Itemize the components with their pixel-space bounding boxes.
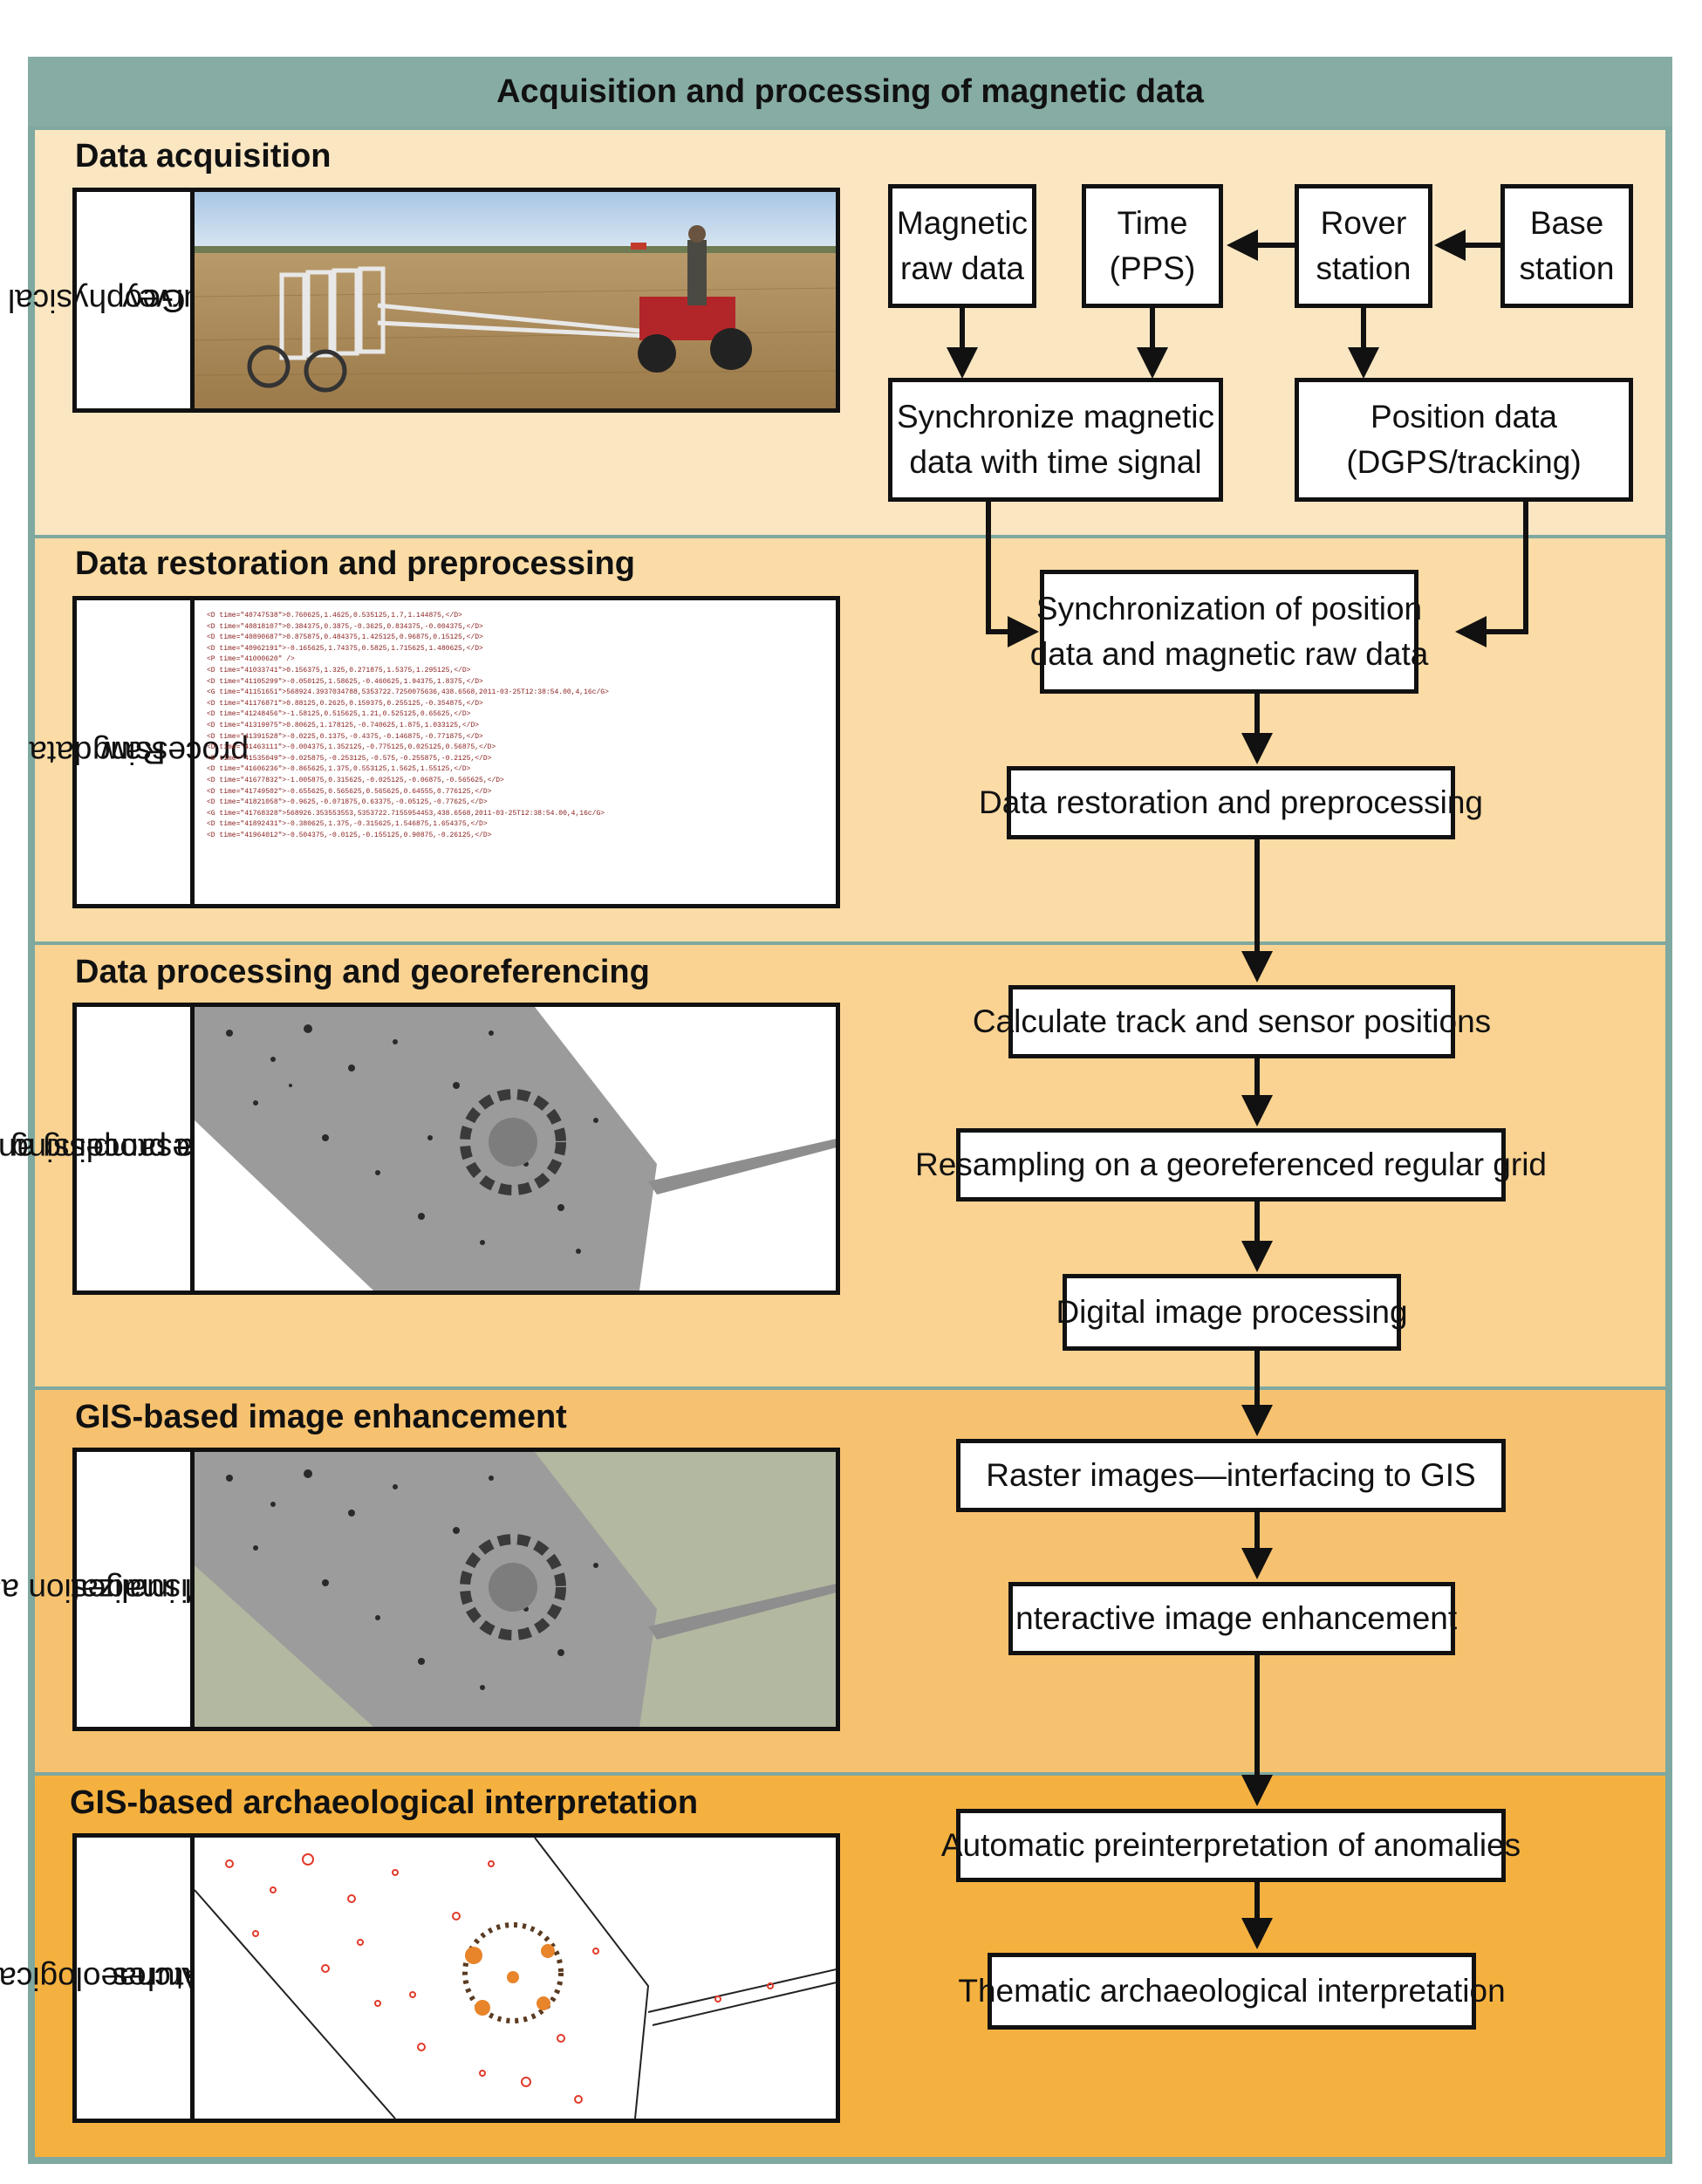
arrow-sync-to-synchronization [986, 502, 1039, 647]
section-title: GIS-based archaeological interpretation [70, 1784, 699, 1821]
interpretation-map [195, 1838, 836, 2119]
section-gis-image-enhancement: GIS-based image enhancement Visualizatio… [0, 1390, 1665, 1772]
box-data-restoration: Data restoration and preprocessing [979, 766, 1483, 839]
box-time-pps: Time(PPS) [1082, 184, 1223, 308]
diagram-title: Acquisition and processing of magnetic d… [28, 57, 1672, 127]
box-raster-images-gis: Raster images—interfacing to GIS [956, 1439, 1506, 1512]
box-position-data: Position data(DGPS/tracking) [1295, 378, 1633, 502]
enhanced-image [195, 1452, 836, 1727]
section-title: Data acquisition [75, 138, 332, 175]
box-automatic-preinterpretation: Automatic preinterpretation of anomalies [941, 1809, 1521, 1882]
section-data-restoration: Data restoration and preprocessing Raw d… [29, 538, 1665, 941]
box-digital-image-processing: Digital image processing [1056, 1274, 1408, 1351]
section-gis-archaeological-interpretation: GIS-based archaeological interpretation … [0, 1776, 1665, 2157]
section-data-processing: Data processing and georeferencing Resam… [0, 945, 1665, 1386]
section-title: Data restoration and preprocessing [75, 545, 635, 582]
magnetogram-image [195, 1007, 836, 1291]
arrow-position-to-synchronization [1455, 502, 1528, 647]
box-thematic-interpretation: Thematic archaeological interpretation [958, 1953, 1506, 2030]
box-resampling-grid: Resampling on a georeferenced regular gr… [915, 1128, 1547, 1202]
box-calculate-track: Calculate track and sensor positions [973, 985, 1491, 1058]
raw-data-text: <D time="40747538">0.760625,1.4625,0.535… [207, 612, 609, 839]
survey-photo [195, 192, 836, 408]
section-title: Data processing and georeferencing [75, 954, 650, 990]
section-title: GIS-based image enhancement [75, 1399, 567, 1435]
box-interactive-enhancement: Interactive image enhancement [1007, 1582, 1457, 1655]
